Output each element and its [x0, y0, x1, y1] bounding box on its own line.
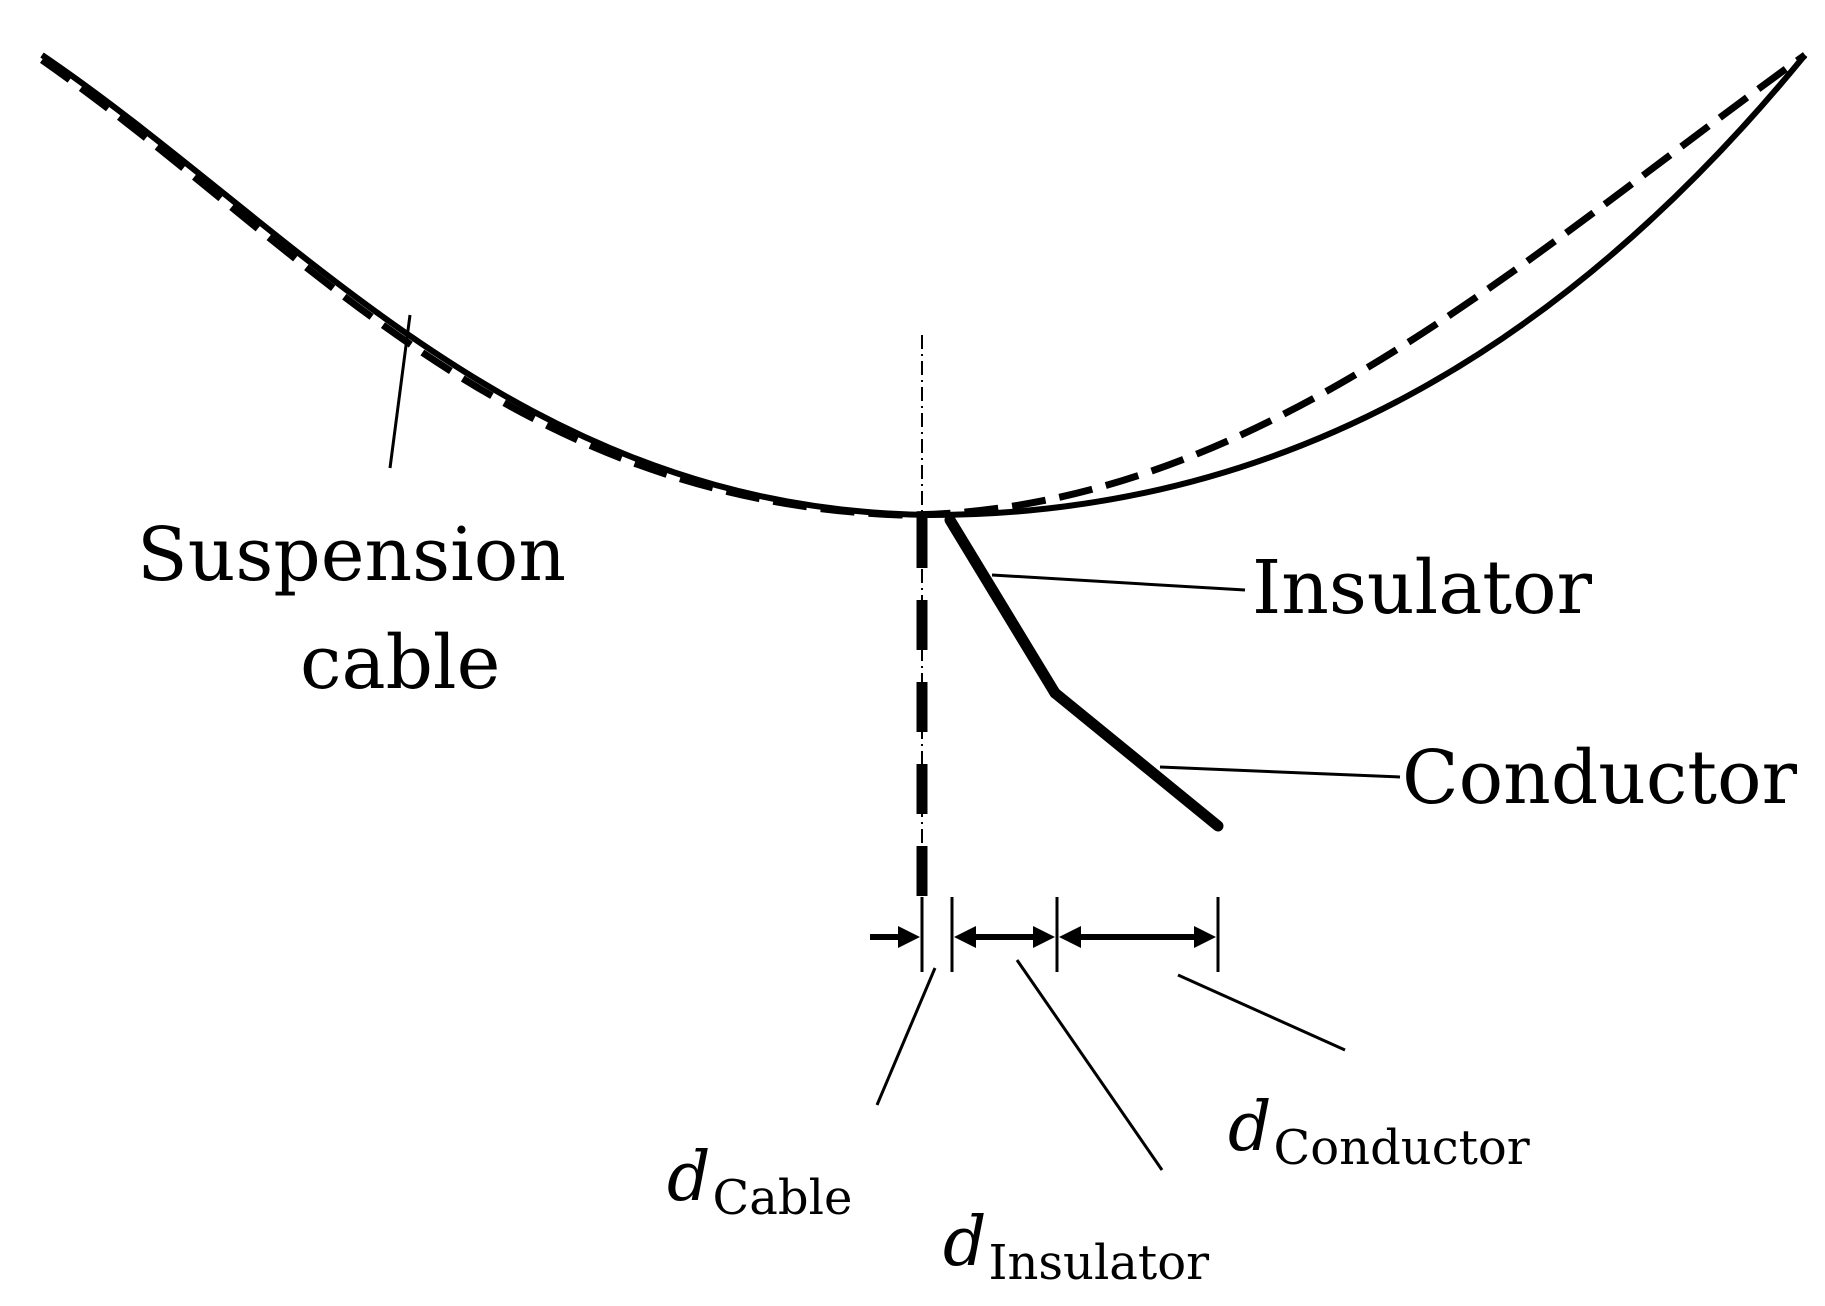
d-cable-subscript: Cable	[713, 1170, 853, 1226]
conductor-line	[1049, 687, 1224, 832]
d-cable-leader	[875, 967, 937, 1106]
d-insulator-arrowhead-right	[1033, 926, 1055, 948]
d-conductor-subscript: Conductor	[1274, 1120, 1530, 1176]
suspension-cable-label-line2: cable	[300, 620, 500, 706]
conductor-label: Conductor	[1402, 735, 1798, 821]
suspension-cable-leader	[388, 314, 412, 469]
d-insulator-symbol: d	[943, 1203, 987, 1282]
d-cable-label: dCable	[667, 1138, 852, 1226]
conductor-leader	[1159, 765, 1401, 779]
d-insulator-subscript: Insulator	[989, 1235, 1210, 1291]
d-conductor-label: dConductor	[1228, 1088, 1530, 1176]
d-cable-arrowhead	[898, 926, 920, 948]
d-insulator-leader	[1015, 959, 1164, 1171]
d-cable-symbol: d	[667, 1138, 711, 1217]
insulator-label: Insulator	[1252, 545, 1593, 631]
insulator-line	[944, 514, 1061, 699]
d-insulator-arrowhead-left	[954, 926, 976, 948]
suspension-cable-curve	[40, 52, 1808, 519]
d-conductor-arrowhead-left	[1059, 926, 1081, 948]
d-conductor-arrowhead-right	[1194, 926, 1216, 948]
d-conductor-symbol: d	[1228, 1088, 1272, 1167]
d-conductor-leader	[1177, 973, 1346, 1052]
suspension-cable-label-line1: Suspension	[137, 512, 566, 598]
d-insulator-label: dInsulator	[943, 1203, 1209, 1291]
insulator-leader	[991, 573, 1246, 592]
original-cable-dashed-curve	[39, 52, 1808, 519]
